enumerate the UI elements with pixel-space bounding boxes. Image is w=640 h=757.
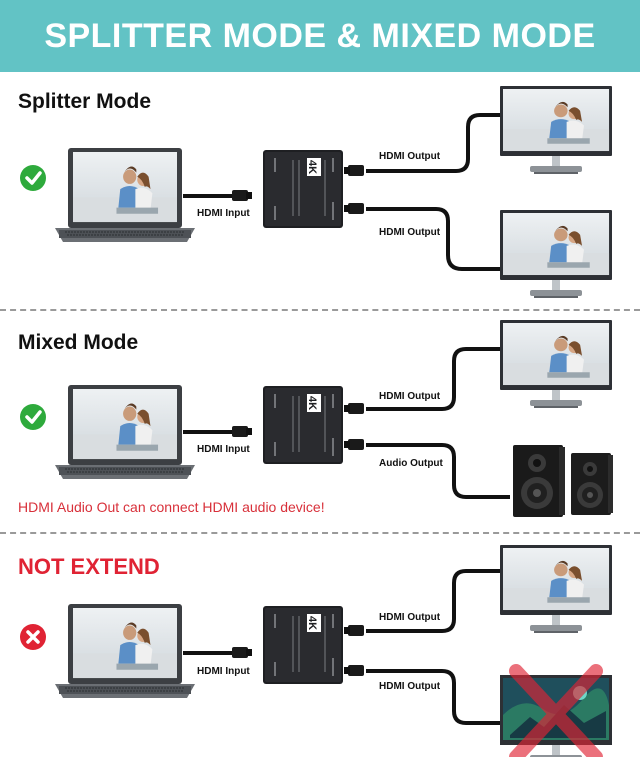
mixed-mode-diagram <box>20 320 613 517</box>
monitor-image <box>500 86 612 174</box>
section-divider <box>0 309 640 311</box>
monitor-image <box>500 320 612 408</box>
hdmi-input-label: HDMI Input <box>197 444 250 455</box>
section-title-mixed: Mixed Mode <box>18 331 139 354</box>
title-banner: SPLITTER MODE & MIXED MODE <box>0 0 640 72</box>
splitter-device-image <box>262 149 344 229</box>
monitor-image <box>500 545 612 633</box>
laptop-image <box>55 385 195 479</box>
audio-output-label: Audio Output <box>379 458 443 469</box>
laptop-image <box>55 604 195 698</box>
output1-label: HDMI Output <box>379 612 441 623</box>
cross-icon <box>20 624 46 650</box>
splitter-mode-diagram <box>20 86 612 298</box>
check-icon <box>20 165 46 191</box>
output1-label: HDMI Output <box>379 391 441 402</box>
hdmi-plug-icon <box>232 426 252 437</box>
section-title-splitter: Splitter Mode <box>18 90 152 113</box>
mixed-mode-note: HDMI Audio Out can connect HDMI audio de… <box>18 499 325 515</box>
section-title-not-extend: NOT EXTEND <box>18 554 160 579</box>
splitter-device-image <box>262 385 344 465</box>
section-divider <box>0 532 640 534</box>
output2-label: HDMI Output <box>379 227 441 238</box>
red-x-icon <box>509 664 603 757</box>
speakers-image <box>513 445 613 517</box>
hdmi-input-label: HDMI Input <box>197 666 250 677</box>
banner-title: SPLITTER MODE & MIXED MODE <box>44 16 596 55</box>
extended-monitor-image <box>500 664 612 757</box>
output1-label: HDMI Output <box>379 151 441 162</box>
hdmi-plug-icon <box>232 647 252 658</box>
not-extend-diagram <box>20 545 612 757</box>
splitter-device-image <box>262 605 344 685</box>
output2-label: HDMI Output <box>379 681 441 692</box>
hdmi-input-label: HDMI Input <box>197 208 250 219</box>
check-icon <box>20 404 46 430</box>
laptop-image <box>55 148 195 242</box>
hdmi-plug-icon <box>232 190 252 201</box>
monitor-image <box>500 210 612 298</box>
